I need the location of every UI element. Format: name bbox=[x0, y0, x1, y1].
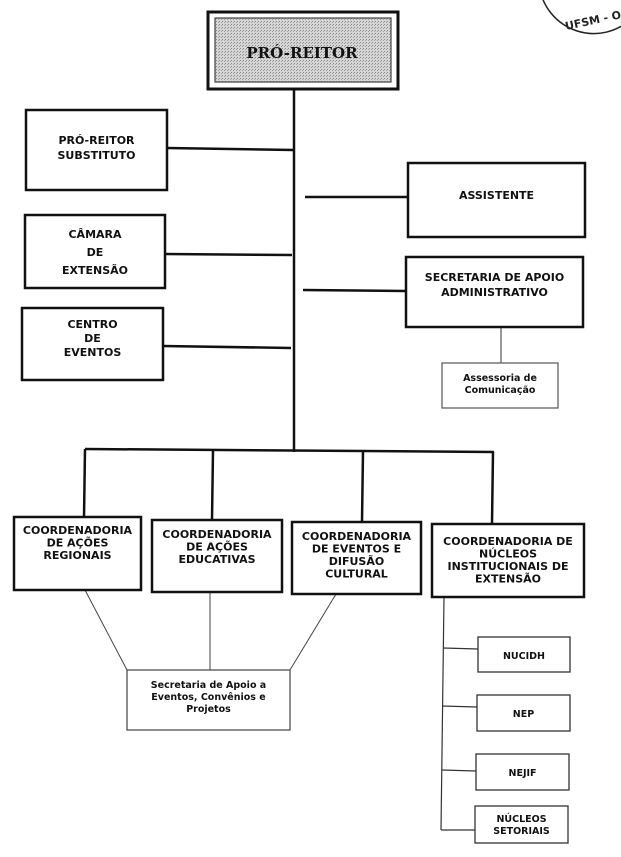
box-assistente: ASSISTENTE bbox=[406, 161, 587, 239]
connector-centro bbox=[162, 344, 292, 350]
box-nejif-label-line: NEJIF bbox=[509, 768, 537, 779]
box-pro-reitor-substituto-frame bbox=[24, 108, 169, 192]
connector-substituto bbox=[166, 146, 295, 152]
box-coord-acoes-regionais-frame bbox=[12, 515, 143, 592]
stamp-ring bbox=[542, 0, 621, 35]
box-nucidh-frame bbox=[477, 636, 571, 673]
box-camara-de-extensao-label-line: CÂMARA bbox=[68, 228, 122, 241]
box-nejif-frame bbox=[475, 753, 570, 791]
box-coord-nucleos-institucionais-label-line: INSTITUCIONAIS DE bbox=[448, 560, 569, 573]
box-nucleos-setoriais-frame bbox=[474, 805, 569, 844]
connectors bbox=[82, 88, 502, 831]
box-nep-frame bbox=[476, 694, 571, 732]
box-secretaria-apoio-administrativo-label-line: SECRETARIA DE APOIO bbox=[425, 271, 564, 284]
box-secretaria-apoio-eventos-label-line: Eventos, Convênios e bbox=[151, 692, 265, 703]
box-coord-eventos-difusao-cultural-label-line: DIFUSÃO bbox=[329, 555, 384, 568]
box-secretaria-apoio-administrativo: SECRETARIA DE APOIO ADMINISTRATIVO bbox=[404, 255, 585, 329]
box-centro-de-eventos-label-line: DE bbox=[84, 332, 101, 345]
box-assessoria-de-comunicacao-label-line: Comunicação bbox=[465, 385, 536, 396]
box-nejif: NEJIF bbox=[475, 753, 570, 791]
box-camara-de-extensao-label-line: EXTENSÃO bbox=[62, 264, 128, 277]
root-label: PRÓ-REITOR bbox=[246, 44, 358, 62]
box-assistente-label-line: ASSISTENTE bbox=[459, 189, 534, 202]
box-centro-de-eventos-label-line: EVENTOS bbox=[64, 346, 122, 359]
link-eventos-secretaria bbox=[289, 593, 337, 671]
box-coord-nucleos-institucionais-label-line: COORDENADORIA DE bbox=[443, 535, 573, 548]
box-camara-de-extensao-label-line: DE bbox=[87, 246, 104, 259]
box-nep-label-line: NEP bbox=[513, 709, 534, 720]
drop-eventos bbox=[360, 450, 365, 523]
box-nucleos-setoriais-label-line: SETORIAIS bbox=[493, 826, 550, 837]
box-coord-nucleos-institucionais-label-line: EXTENSÃO bbox=[475, 573, 541, 586]
link-nep bbox=[441, 705, 478, 708]
box-coord-eventos-difusao-cultural-frame bbox=[290, 520, 423, 596]
box-nep: NEP bbox=[476, 694, 571, 732]
box-coord-acoes-regionais-label-line: COORDENADORIA bbox=[23, 524, 133, 537]
drop-regionais bbox=[82, 448, 87, 519]
box-coord-acoes-educativas-label-line: DE AÇÕES bbox=[186, 541, 248, 554]
root-inner-frame bbox=[214, 17, 392, 83]
box-coord-acoes-regionais-label-line: REGIONAIS bbox=[43, 549, 111, 562]
box-pro-reitor-substituto-label-line: SUBSTITUTO bbox=[57, 149, 135, 162]
connector-secretaria-adm bbox=[302, 288, 407, 293]
box-centro-de-eventos-frame bbox=[20, 306, 165, 382]
box-pro-reitor-substituto-label-line: PRÓ-REITOR bbox=[58, 134, 135, 147]
ufsm-stamp: UFSM - O bbox=[542, 0, 621, 35]
box-coord-acoes-regionais-label-line: DE AÇÕES bbox=[47, 537, 109, 550]
box-camara-de-extensao-frame bbox=[23, 213, 167, 290]
drop-educativas bbox=[210, 449, 215, 521]
box-coord-eventos-difusao-cultural-label-line: DE EVENTOS E bbox=[312, 543, 401, 556]
link-nucidh bbox=[442, 647, 479, 650]
box-coord-acoes-educativas-label-line: EDUCATIVAS bbox=[178, 553, 255, 566]
box-coord-nucleos-institucionais-label-line: NÚCLEOS bbox=[479, 548, 537, 561]
box-secretaria-apoio-eventos-label-line: Secretaria de Apoio a bbox=[151, 680, 266, 691]
drop-nucleos bbox=[490, 451, 495, 525]
box-coord-nucleos-institucionais-frame bbox=[430, 522, 586, 599]
box-secretaria-apoio-eventos-label-line: Projetos bbox=[186, 704, 231, 715]
link-regionais-secretaria bbox=[84, 589, 128, 671]
link-nejif bbox=[441, 769, 477, 772]
box-secretaria-apoio-administrativo-frame bbox=[404, 255, 585, 329]
box-coord-eventos-difusao-cultural-label-line: CULTURAL bbox=[325, 568, 388, 581]
box-secretaria-apoio-eventos-frame bbox=[126, 669, 291, 731]
box-pro-reitor-substituto: PRÓ-REITOR SUBSTITUTO bbox=[24, 108, 169, 192]
box-coord-acoes-educativas-label-line: COORDENADORIA bbox=[162, 528, 272, 541]
box-coord-eventos-difusao-cultural-label-line: COORDENADORIA bbox=[302, 530, 412, 543]
box-pro-reitor: PRÓ-REITOR bbox=[206, 10, 400, 91]
box-camara-de-extensao: CÂMARA DE EXTENSÃO bbox=[23, 213, 167, 290]
stamp-text: UFSM - O bbox=[564, 8, 621, 33]
box-coord-acoes-educativas-frame bbox=[150, 518, 284, 594]
bus-line bbox=[84, 447, 495, 454]
box-secretaria-apoio-administrativo-label-line: ADMINISTRATIVO bbox=[441, 286, 548, 299]
box-assessoria-de-comunicacao-label-line: Assessoria de bbox=[463, 373, 537, 384]
box-nucleos-setoriais-label-line: NÚCLEOS bbox=[496, 813, 546, 825]
connector-camara bbox=[164, 252, 293, 257]
nucleos-trunk bbox=[440, 596, 445, 831]
box-nucidh-label-line: NUCIDH bbox=[503, 651, 545, 662]
box-assessoria-de-comunicacao-frame bbox=[441, 362, 559, 409]
box-assistente-frame bbox=[406, 161, 587, 239]
box-centro-de-eventos-label-line: CENTRO bbox=[67, 318, 117, 331]
box-nucidh: NUCIDH bbox=[477, 636, 571, 673]
